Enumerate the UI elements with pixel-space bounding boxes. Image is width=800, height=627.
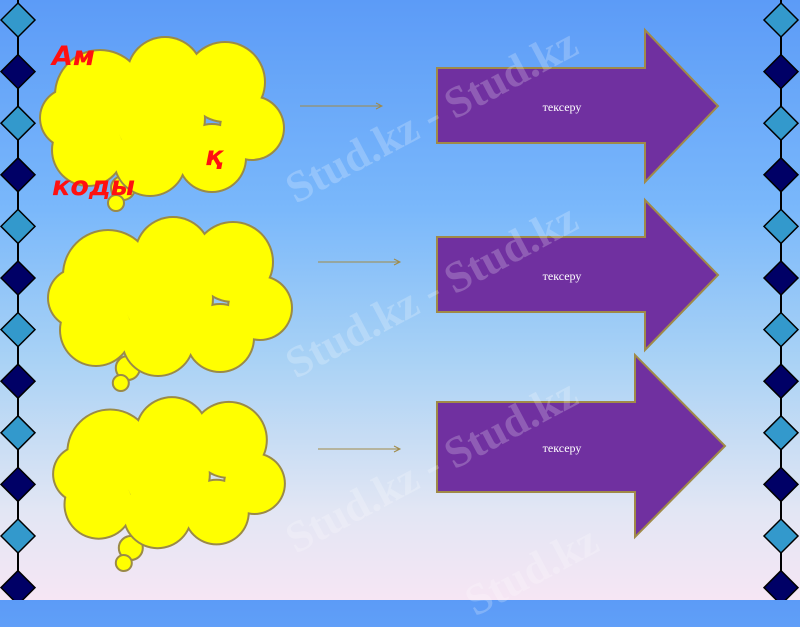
title-line-1: Ам [52, 41, 95, 72]
diamond-icon [0, 156, 37, 193]
diamond-icon [762, 105, 800, 142]
slide-title: Ам қ коды [0, 0, 300, 220]
connector-lines [300, 102, 402, 453]
diamond-icon [762, 311, 800, 348]
diamond-icon [762, 156, 800, 193]
diamond-icon [762, 259, 800, 297]
diamond-icon [762, 466, 800, 503]
arrow-label-2: тексеру [542, 269, 582, 283]
diamond-icon [762, 53, 800, 90]
connector-arrowhead-icon [375, 102, 384, 110]
diamond-icon [0, 414, 37, 451]
cloud-fill [54, 446, 110, 502]
diamond-icon [0, 363, 37, 400]
cloud-tail-bubble [107, 194, 125, 212]
diamond-icon [762, 363, 800, 400]
diamond-icon [0, 208, 37, 245]
thought-cloud-1 [39, 36, 285, 212]
diamond-icon [0, 569, 37, 600]
diamond-icon [762, 1, 800, 39]
diamond-icon [762, 414, 800, 451]
connector-arrowhead-icon [393, 445, 402, 453]
block-arrow-3 [436, 352, 727, 540]
arrow-label-3: тексеру [542, 441, 582, 455]
title-line-4: коды [52, 171, 136, 202]
diamond-icon [0, 311, 37, 348]
block-arrow-2 [436, 197, 720, 353]
diamond-icon [0, 517, 37, 555]
block-arrow-1 [436, 27, 720, 185]
diamond-icon [0, 259, 37, 297]
arrow-label-1: тексеру [542, 100, 582, 114]
thought-cloud-2 [47, 216, 293, 392]
diamond-icon [762, 517, 800, 555]
title-line-3: қ [205, 141, 224, 172]
diamond-icon [0, 105, 37, 142]
connector-arrowhead-icon [393, 258, 402, 266]
cloud-tail-bubble [111, 374, 130, 392]
diamond-icon [0, 53, 37, 90]
diamond-border [0, 0, 800, 600]
cloud-fill [125, 432, 209, 516]
diamond-icon [762, 208, 800, 245]
diamond-icon [0, 466, 37, 503]
cloud-fill [41, 89, 99, 147]
cloud-tail-bubble [114, 554, 133, 572]
thought-clouds [39, 36, 293, 572]
slide-canvas [0, 0, 800, 600]
diamond-icon [762, 569, 800, 600]
diamond-icon [0, 1, 37, 39]
cloud-fill [124, 254, 212, 342]
thought-cloud-3 [52, 396, 286, 572]
cloud-fill [116, 74, 204, 162]
cloud-fill [49, 269, 107, 327]
block-arrows [436, 27, 727, 540]
